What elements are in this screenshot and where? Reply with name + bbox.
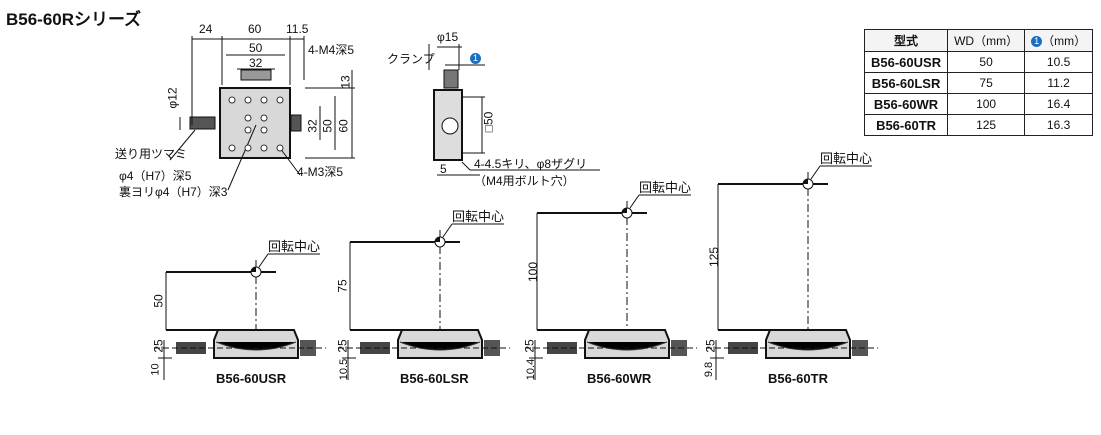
offset-dim-label: 10.5 [338,358,351,381]
rotation-center-label: 回転中心 [268,239,321,254]
wd-dim-label: 100 [526,261,541,282]
dim-60: 60 [248,22,262,36]
callout-pin-hole: φ4（H7）深5 [119,169,192,183]
dim-24: 24 [199,22,213,36]
dim-50: 50 [249,41,263,55]
dim-phi15: φ15 [437,30,459,44]
cell-model: B56-60TR [863,114,949,136]
cell-model: B56-60WR [863,93,949,115]
rotation-center-mark [435,237,440,242]
marker-1-icon: 1 [1031,36,1043,48]
callout-m4: 4-M4深5 [308,43,355,57]
rotation-center-mark [803,179,808,184]
header-dim1: 1（mm） [1024,29,1094,52]
offset-dim-label: 9.8 [703,361,716,378]
callout-bolt-hole: 4-4.5キリ、φ8ザグリ [474,157,588,171]
callout-knob: 送り用ツマミ [115,147,188,161]
leader-line [810,165,821,180]
rotation-center-label: 回転中心 [639,180,692,195]
callout-clamp: クランプ [387,52,435,66]
model-label: B56-60USR [216,371,287,386]
leader-line [629,194,640,209]
rotation-center-mark [622,208,627,213]
cell-dim1: 16.3 [1024,114,1094,136]
cell-model: B56-60USR [863,51,949,73]
base-dim-label: 25 [703,339,718,353]
dim-11-5: 11.5 [286,22,309,36]
dim-5: 5 [440,162,447,176]
model-label: B56-60TR [768,371,828,386]
model-label: B56-60WR [587,371,652,386]
wd-dim-label: 125 [707,246,722,268]
leader-line [442,223,453,238]
offset-dim-label: 10 [149,363,162,376]
rotation-center-label: 回転中心 [452,209,505,224]
callout-m4-bolt: （M4用ボルト穴） [474,174,575,188]
callout-m3: 4-M3深5 [297,165,344,179]
rotation-center-mark [251,267,256,272]
callout-back-pin-hole: 裏ヨリφ4（H7）深3 [119,185,228,199]
offset-dim-label: 10.4 [525,358,538,381]
cell-wd: 125 [947,114,1026,136]
base-dim-label: 25 [335,339,350,353]
header-model: 型式 [863,29,949,52]
model-label: B56-60LSR [400,371,469,386]
dim-32: 32 [249,56,263,70]
cell-dim1: 10.5 [1024,51,1094,73]
marker-1-icon: 1 [470,53,481,64]
leader-line [258,253,269,268]
side-view-drawing [428,44,600,176]
header-dim1-label: （mm） [1042,34,1087,48]
page-title: B56-60Rシリーズ [6,10,142,29]
top-view-drawing [169,36,355,191]
header-wd: WD（mm） [947,29,1026,52]
wd-dim-label: 50 [151,294,166,308]
wd-dim-label: 75 [335,279,350,293]
base-dim-label: 25 [522,339,537,353]
base-dim-label: 25 [151,339,166,353]
rotation-center-label: 回転中心 [820,151,873,166]
